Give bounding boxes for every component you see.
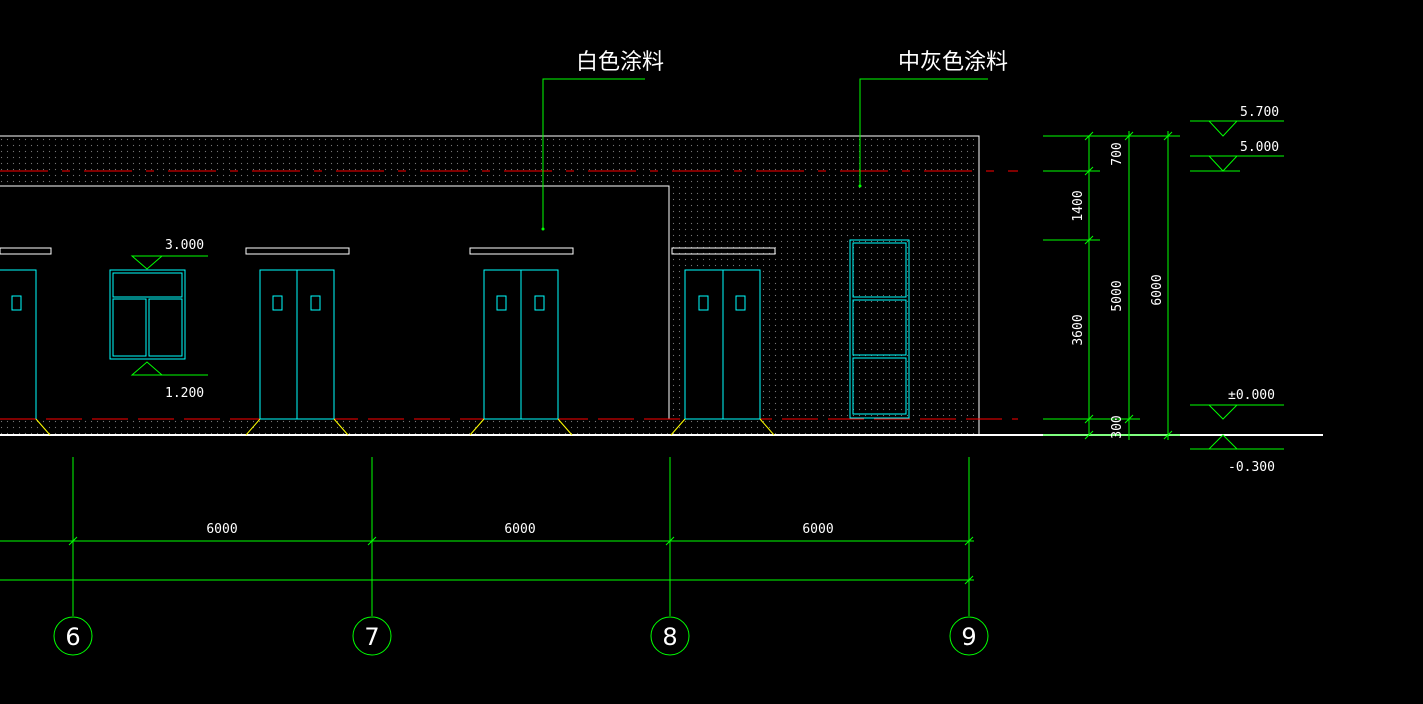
axis-bubble: 8 xyxy=(650,616,690,656)
elevation-markers xyxy=(1190,120,1284,450)
window-level-bottom: 1.200 xyxy=(130,361,208,401)
dim-6000-bay2: 6000 xyxy=(504,522,535,537)
doors xyxy=(0,269,761,420)
window-level-top: 3.000 xyxy=(130,238,208,270)
axis-grid xyxy=(0,457,974,616)
canopy xyxy=(469,247,574,255)
axis-8: 8 xyxy=(662,623,677,651)
canopy xyxy=(671,247,776,255)
dim-700: 700 xyxy=(1110,142,1125,165)
canopy xyxy=(245,247,350,255)
axis-7: 7 xyxy=(364,623,379,651)
dim-6000-bay1: 6000 xyxy=(206,522,237,537)
axis-6: 6 xyxy=(65,623,80,651)
leader-dot xyxy=(541,227,545,231)
elevation-5700: 5.700 xyxy=(1240,105,1279,120)
dim-3600: 3600 xyxy=(1071,314,1086,345)
window-bottom-level: 1.200 xyxy=(165,386,204,401)
elevation-5000: 5.000 xyxy=(1240,140,1279,155)
dim-6000-vertical: 6000 xyxy=(1150,274,1165,305)
axis-bubble: 9 xyxy=(949,616,989,656)
elevation-0: ±0.000 xyxy=(1228,388,1275,403)
axis-bubble: 7 xyxy=(352,616,392,656)
white-paint-label: 白色涂料 xyxy=(576,50,664,75)
double-door xyxy=(259,269,335,420)
elevation-minus-0300: -0.300 xyxy=(1228,460,1275,475)
axis-bubble: 6 xyxy=(53,616,93,656)
dim-300: 300 xyxy=(1110,415,1125,438)
window xyxy=(109,269,186,360)
white-wall-outline xyxy=(0,185,670,419)
leader-dot xyxy=(858,184,862,188)
material-leaders xyxy=(542,78,988,229)
mid-gray-paint-label: 中灰色涂料 xyxy=(898,50,1008,75)
dim-ticks xyxy=(1084,131,1173,440)
double-door xyxy=(684,269,761,420)
dim-5000: 5000 xyxy=(1110,280,1125,311)
dim-6000-bay3: 6000 xyxy=(802,522,833,537)
double-door xyxy=(483,269,559,420)
door-partial xyxy=(0,269,37,419)
door-steps xyxy=(35,418,775,436)
canopies xyxy=(0,247,776,255)
axis-ticks xyxy=(68,536,974,585)
vertical-dimensions xyxy=(1043,131,1180,440)
tall-window xyxy=(849,239,910,419)
window-top-level: 3.000 xyxy=(165,238,204,253)
facade-outline xyxy=(0,135,980,435)
canopy xyxy=(0,247,52,255)
axis-9: 9 xyxy=(961,623,976,651)
dim-1400: 1400 xyxy=(1071,190,1086,221)
